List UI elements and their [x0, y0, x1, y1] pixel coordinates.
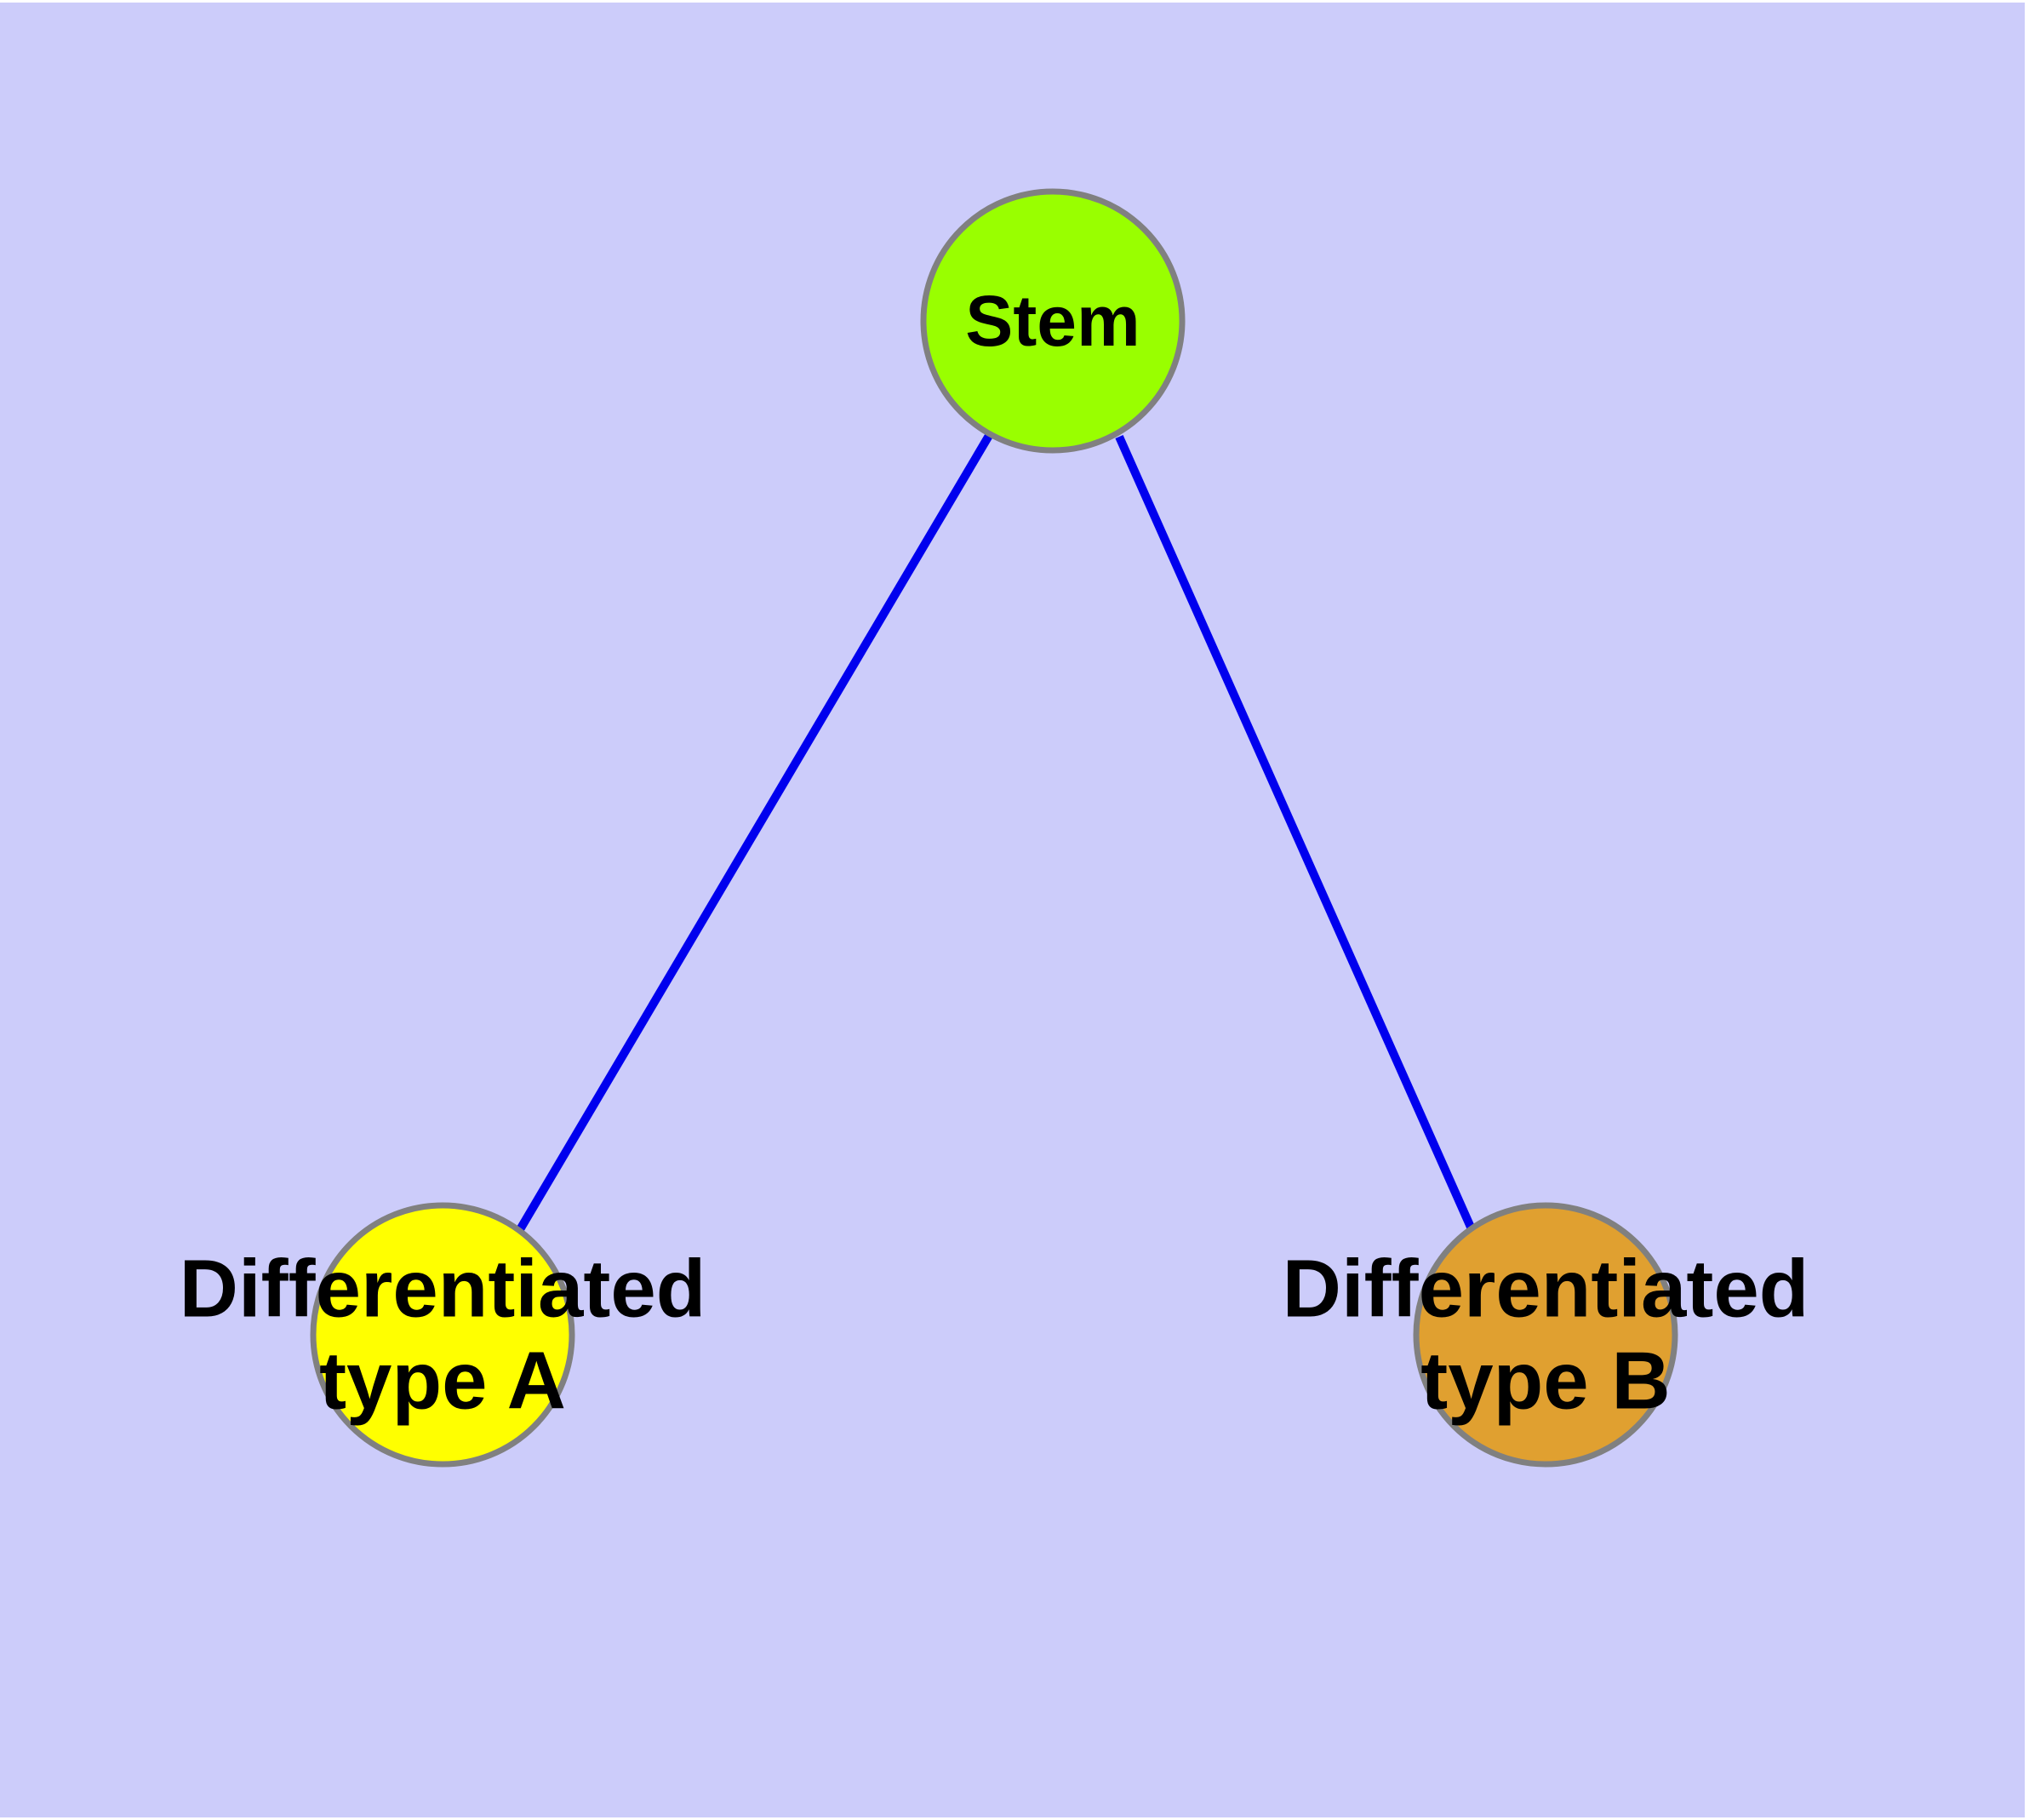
- diagram-background: Stem Differentiated type A Differentiate…: [0, 3, 2025, 1817]
- node-differentiated-type-b[interactable]: [1413, 1202, 1678, 1468]
- node-stem[interactable]: [920, 188, 1186, 454]
- graph-svg: [310, 188, 1678, 1468]
- edge-stem-to-differentiated-type-a: [515, 432, 994, 1233]
- edge-stem-to-differentiated-type-b: [1115, 434, 1477, 1233]
- node-differentiated-type-a[interactable]: [310, 1202, 575, 1468]
